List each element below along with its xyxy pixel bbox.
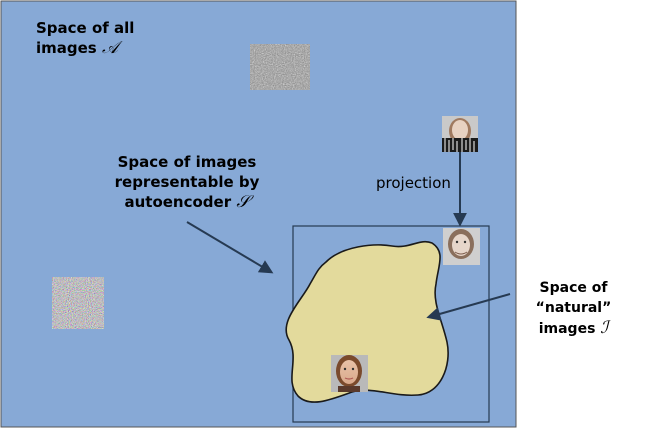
representable-line1: Space of images	[117, 153, 257, 171]
natural-line1: Space of “natural”	[535, 280, 612, 316]
representable-symbol: 𝒮	[236, 192, 250, 212]
projected-face-image	[443, 228, 480, 265]
natural-line2: images	[538, 321, 596, 337]
all-images-line2: images	[36, 39, 97, 57]
space-of-all-images-label: Space of all images 𝒜	[36, 18, 134, 58]
natural-face-image	[331, 355, 368, 392]
representable-line2: representable by	[114, 173, 260, 191]
natural-pointer-arrow	[426, 293, 511, 321]
all-images-symbol: 𝒜	[101, 38, 119, 58]
grayscale-noise-image	[250, 44, 310, 90]
corrupted-face-image	[442, 116, 478, 152]
natural-symbol: ℐ	[600, 318, 609, 338]
representable-pointer-arrow	[186, 221, 274, 274]
representable-space-label: Space of images representable by autoenc…	[112, 152, 262, 212]
natural-images-label: Space of “natural” images ℐ	[500, 278, 647, 339]
natural-images-region	[285, 240, 449, 403]
representable-line3: autoencoder	[124, 193, 232, 211]
projection-label: projection	[376, 174, 451, 192]
color-noise-image	[52, 277, 104, 329]
all-images-line1: Space of all	[36, 19, 135, 37]
